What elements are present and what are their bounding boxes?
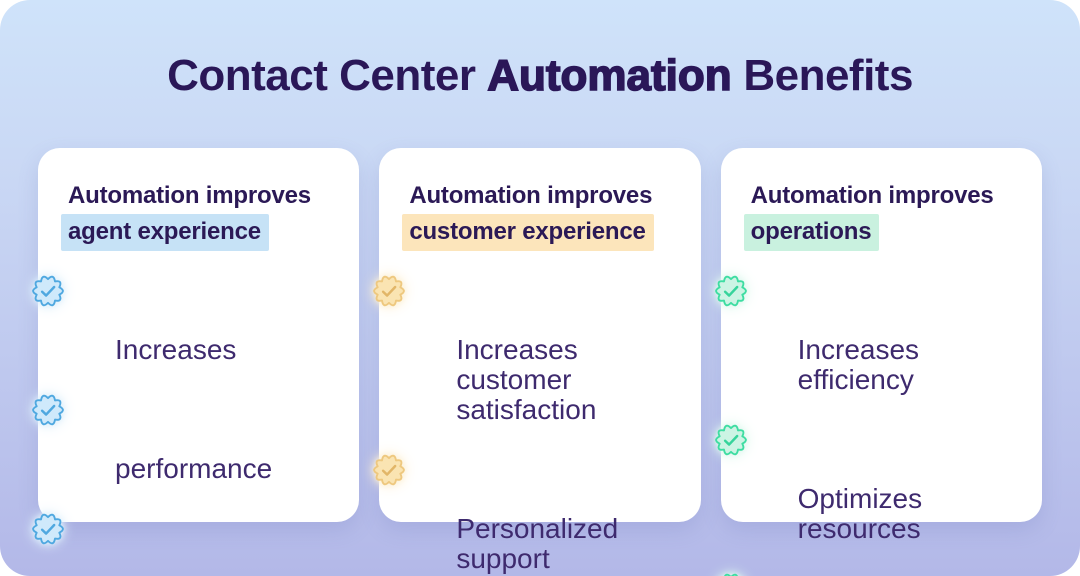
benefit-item: Optimizes resources (721, 424, 1024, 544)
check-badge-icon (712, 570, 750, 576)
page-title-prefix: Contact Center (167, 51, 476, 100)
benefit-text: Optimizes resources (797, 483, 923, 544)
check-badge-icon (29, 272, 67, 310)
benefit-card-customer-experience: Automation improves customer experience … (379, 148, 701, 574)
benefit-text: Increases (115, 334, 237, 365)
benefit-text: Personalized support (456, 513, 619, 574)
card-heading-highlight: operations (743, 214, 880, 251)
check-badge-icon (29, 510, 67, 548)
card-heading: Automation improves customer experience (402, 180, 682, 251)
card-heading-highlight: agent experience (61, 214, 269, 251)
check-badge-icon (370, 272, 408, 310)
benefit-text: Increases customer satisfaction (456, 334, 597, 425)
benefit-list: Increases efficiency Optimizes resources… (751, 275, 1024, 576)
page-title-emphasis: Automation (486, 50, 732, 101)
benefit-list: Increases customer satisfaction Personal… (409, 275, 682, 576)
card-heading: Automation improves agent experience (61, 180, 341, 251)
benefit-card-operations: Automation improves operations Increases… (721, 148, 1042, 522)
benefit-item: Increases customer satisfaction (379, 275, 682, 425)
benefit-text: Reduces agent effort (115, 572, 303, 576)
card-heading-line1: Automation improves (409, 182, 653, 209)
benefit-cards-row: Automation improves agent experience Inc… (0, 148, 1080, 576)
benefit-item: Reduces agent effort (38, 513, 341, 576)
benefit-list: Increases performance Reduces agent effo… (68, 275, 341, 576)
benefit-card-agent-experience: Automation improves agent experience Inc… (38, 148, 360, 576)
card-heading-line1: Automation improves (750, 182, 994, 209)
card-heading-line1: Automation improves (68, 182, 311, 209)
page-title: Contact Center Automation Benefits (0, 50, 1080, 102)
benefit-item: Increases (38, 275, 341, 365)
check-badge-icon (712, 272, 750, 310)
check-badge-icon (370, 451, 408, 489)
benefit-item: Personalized support (379, 454, 682, 574)
card-heading-highlight: customer experience (402, 214, 654, 251)
benefit-item: Increases efficiency (721, 275, 1024, 395)
benefit-text: Increases efficiency (797, 334, 920, 395)
benefit-item: performance (38, 394, 341, 484)
page-title-suffix: Benefits (743, 51, 913, 100)
check-badge-icon (29, 391, 67, 429)
card-heading: Automation improves operations (743, 180, 1024, 251)
check-badge-icon (712, 421, 750, 459)
benefit-text: performance (115, 453, 273, 484)
